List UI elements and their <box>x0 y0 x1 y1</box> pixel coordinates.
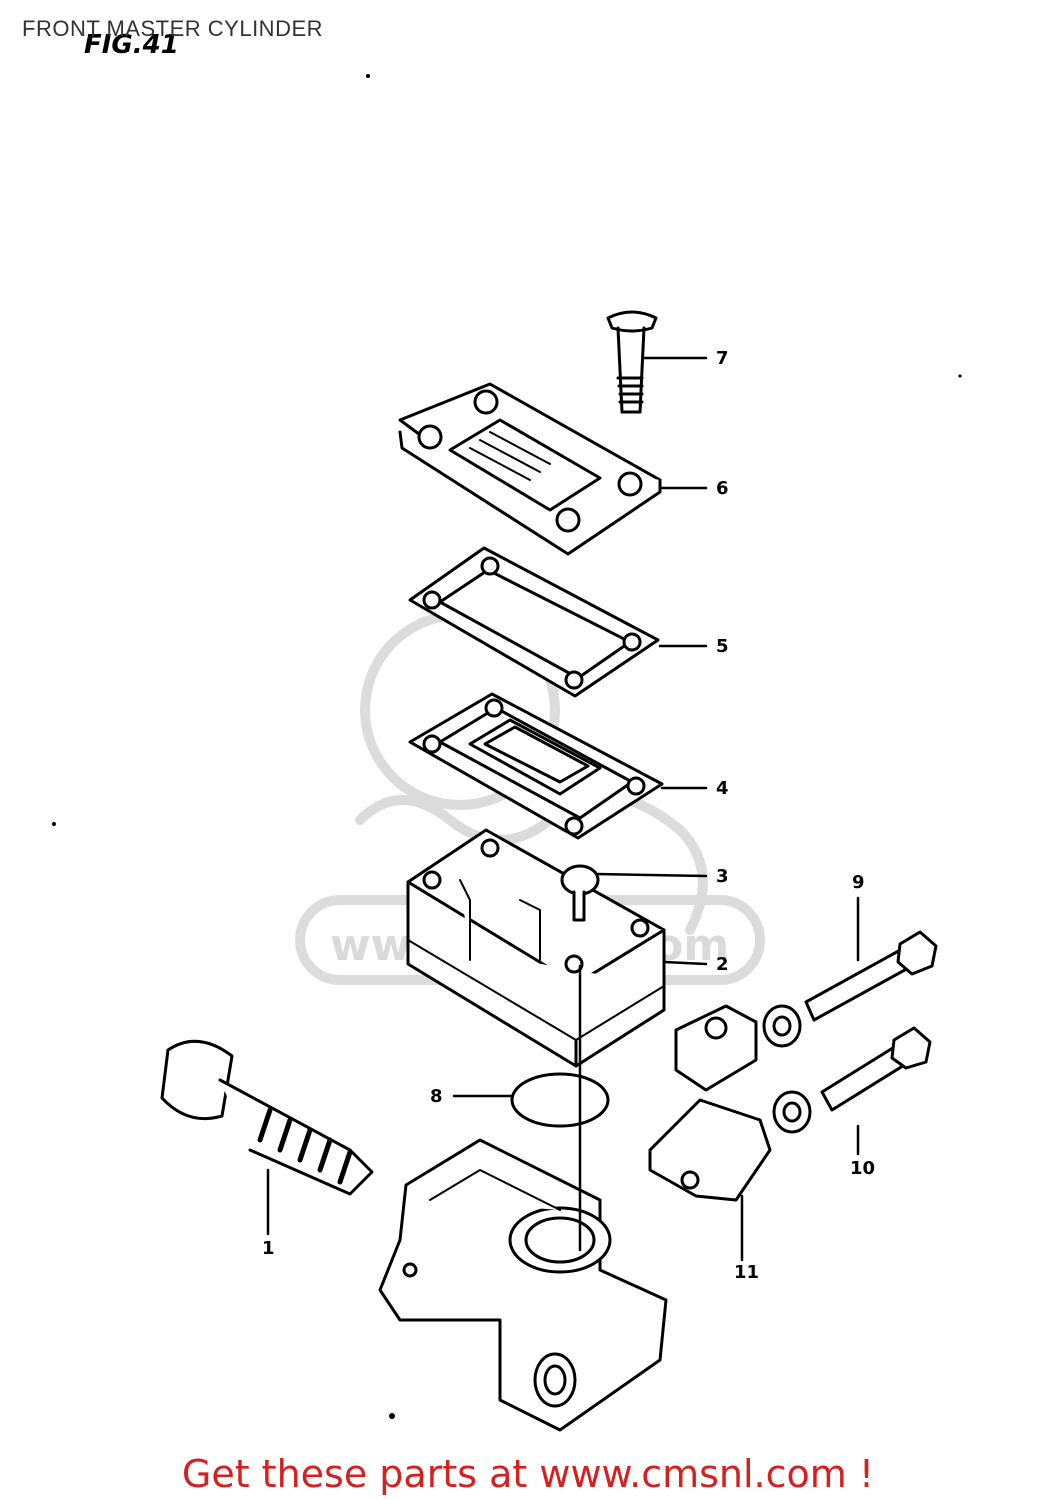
callout-9: 9 <box>852 872 865 893</box>
callout-10: 10 <box>850 1158 875 1179</box>
part-9-bolt[interactable] <box>762 930 938 1048</box>
figure-number: FIG.41 <box>84 30 179 60</box>
callout-2: 2 <box>716 954 729 975</box>
callout-1: 1 <box>262 1238 275 1259</box>
part-8-oring[interactable] <box>510 1072 610 1128</box>
part-10-bolt[interactable] <box>772 1026 932 1134</box>
part-6-cap[interactable] <box>398 382 662 556</box>
callout-7: 7 <box>716 348 729 369</box>
part-3-bolt[interactable] <box>560 864 600 922</box>
part-5-plate[interactable] <box>408 546 660 698</box>
part-4-diaphragm[interactable] <box>408 692 664 840</box>
part-1-plunger[interactable] <box>160 1039 374 1196</box>
callout-11: 11 <box>734 1262 759 1283</box>
footer-link-text[interactable]: Get these parts at www.cmsnl.com ! <box>181 1452 875 1496</box>
part-11-clamp[interactable] <box>648 1004 772 1202</box>
callout-3: 3 <box>716 866 729 887</box>
callout-5: 5 <box>716 636 729 657</box>
scan-specks <box>52 74 962 1419</box>
callout-6: 6 <box>716 478 729 499</box>
footer-link[interactable]: Get these parts at www.cmsnl.com ! <box>0 1452 1056 1496</box>
part-7-screw[interactable] <box>606 310 658 414</box>
leader-lines <box>266 356 860 1262</box>
callout-4: 4 <box>716 778 729 799</box>
callout-8: 8 <box>430 1086 443 1107</box>
master-cylinder-body[interactable] <box>378 1138 668 1432</box>
part-2-reservoir[interactable] <box>406 828 666 1068</box>
page-title: FRONT MASTER CYLINDER <box>22 16 324 41</box>
